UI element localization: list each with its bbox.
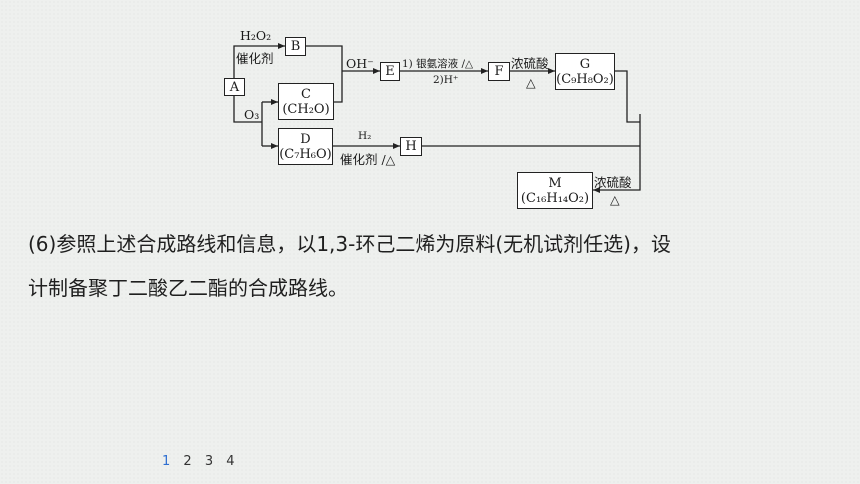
node-g: G (C₉H₈O₂) xyxy=(555,53,615,90)
question-text: (6)参照上述合成路线和信息，以1,3-环己二烯为原料(无机试剂任选)，设 计制… xyxy=(28,222,838,310)
label-h2: H₂ xyxy=(358,130,372,142)
label-heat-m: △ xyxy=(610,192,620,207)
node-b: B xyxy=(285,37,306,56)
label-conc-h2so4-m: 浓硫酸 xyxy=(594,175,632,190)
node-h-label: H xyxy=(405,139,417,154)
label-h2o2: H₂O₂ xyxy=(240,28,272,43)
node-m-label: M xyxy=(548,175,562,191)
page-link-1[interactable]: 1 xyxy=(162,454,171,469)
label-heat-fg: △ xyxy=(526,75,536,90)
label-oh: OH⁻ xyxy=(346,56,374,71)
label-silver-ammonia: 1) 银氨溶液 /△ xyxy=(402,58,474,70)
node-m-formula: (C₁₆H₁₄O₂) xyxy=(520,190,590,206)
node-c-formula: (CH₂O) xyxy=(282,101,330,117)
node-c-label: C xyxy=(301,86,311,102)
page-link-2[interactable]: 2 xyxy=(183,454,192,469)
question-line-2: 计制备聚丁二酸乙二酯的合成路线。 xyxy=(28,276,348,300)
synthesis-route-diagram: A B C (CH₂O) D (C₇H₆O) E F G (C₉H₈O₂) H … xyxy=(0,0,860,215)
node-g-label: G xyxy=(579,56,591,72)
page-navigation: 1 2 3 4 xyxy=(162,454,244,469)
node-b-label: B xyxy=(290,39,301,54)
page-link-3[interactable]: 3 xyxy=(204,454,214,469)
label-conc-h2so4-fg: 浓硫酸 xyxy=(511,56,549,71)
node-a-label: A xyxy=(229,79,240,95)
node-a: A xyxy=(224,78,245,96)
route-arrows xyxy=(233,43,641,193)
node-m: M (C₁₆H₁₄O₂) xyxy=(517,172,593,209)
page-link-4[interactable]: 4 xyxy=(226,454,235,469)
node-c: C (CH₂O) xyxy=(278,83,334,120)
node-f: F xyxy=(488,62,510,81)
node-d-formula: (C₇H₆O) xyxy=(279,146,332,162)
question-line-1: (6)参照上述合成路线和信息，以1,3-环己二烯为原料(无机试剂任选)，设 xyxy=(28,232,671,256)
node-f-label: F xyxy=(494,64,504,79)
node-d-label: D xyxy=(300,131,311,147)
label-o3: O₃ xyxy=(244,107,260,122)
label-catalyst-dh: 催化剂 /△ xyxy=(340,152,396,167)
label-h-plus: 2)H⁺ xyxy=(433,74,459,86)
node-e-label: E xyxy=(385,64,395,79)
label-catalyst-ab: 催化剂 xyxy=(236,51,274,66)
node-g-formula: (C₉H₈O₂) xyxy=(556,71,614,87)
node-e: E xyxy=(380,62,400,81)
node-h: H xyxy=(400,137,422,156)
node-d: D (C₇H₆O) xyxy=(278,128,333,165)
